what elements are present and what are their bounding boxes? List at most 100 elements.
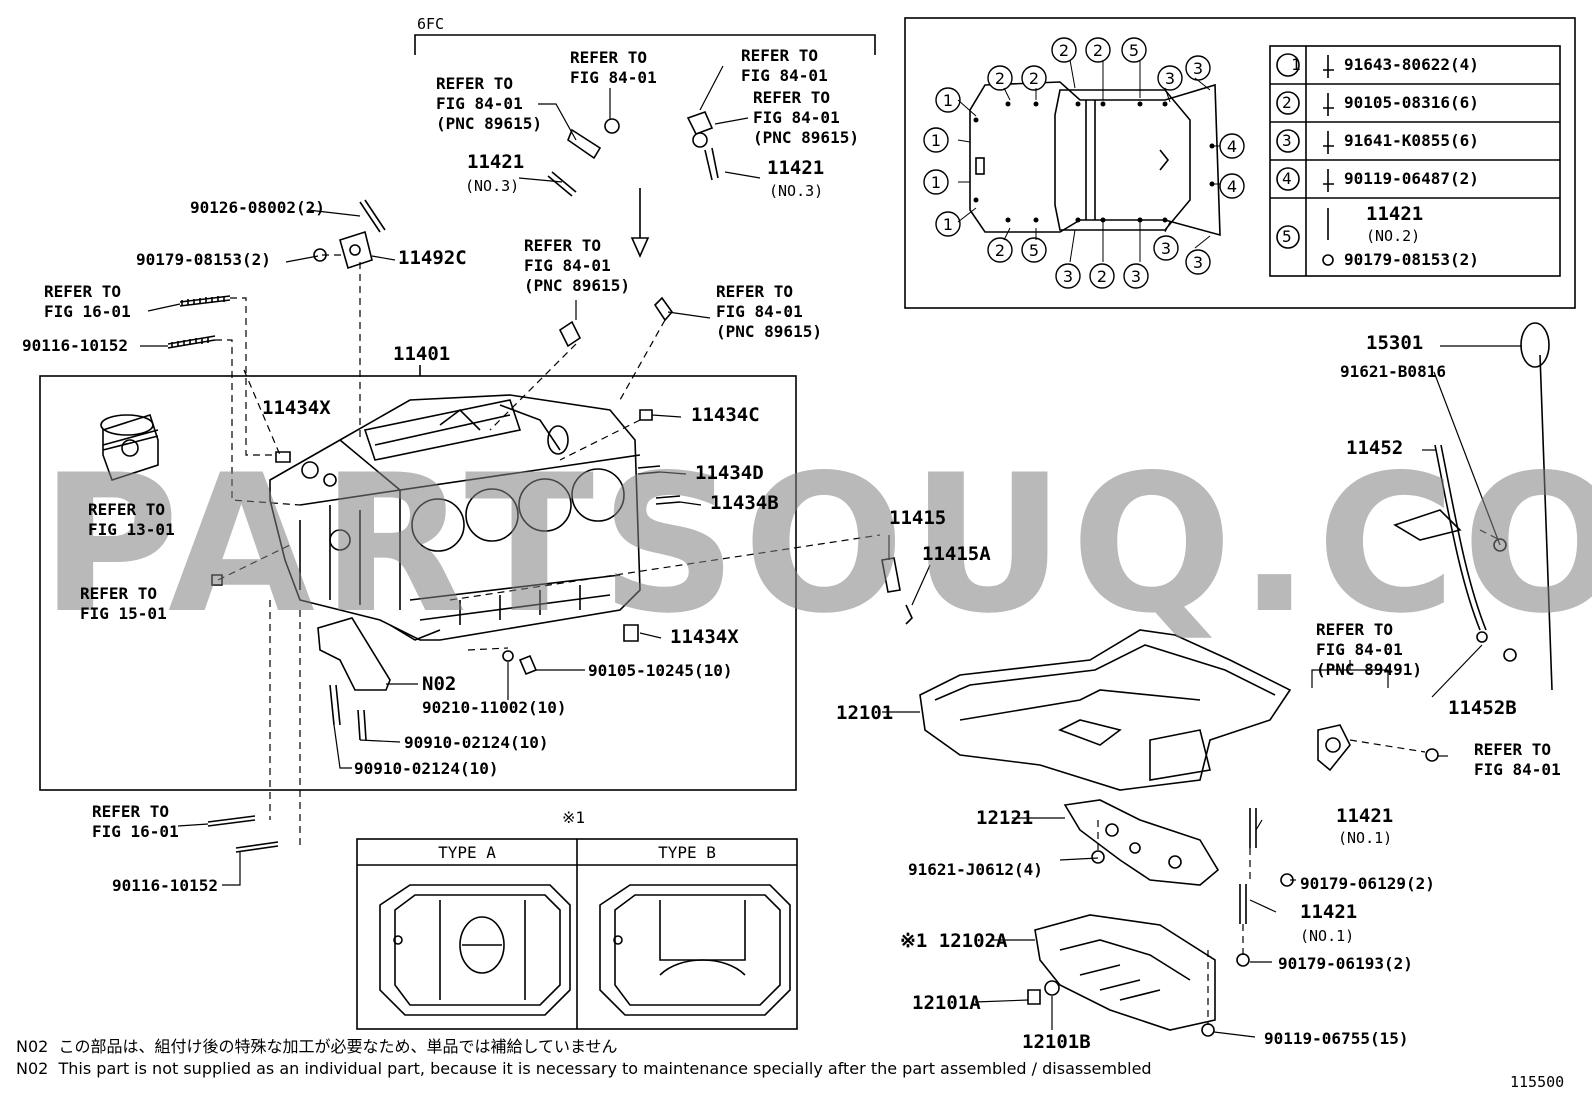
inset-callout-number[interactable]: 1 bbox=[943, 215, 953, 234]
inset-callout-number[interactable]: 2 bbox=[995, 69, 1005, 88]
inset-callout-number[interactable]: 1 bbox=[931, 131, 941, 150]
inset-callout-circle bbox=[1153, 235, 1179, 261]
part-90210-11002-label[interactable]: 90210-11002(10) bbox=[422, 698, 567, 717]
group-label: 6FC bbox=[417, 15, 445, 33]
refer-fig-84-01-label[interactable]: REFER TO FIG 84-01 bbox=[570, 48, 657, 87]
inset-callout-number[interactable]: 2 bbox=[1059, 41, 1069, 60]
legend-num: 1 bbox=[1291, 55, 1301, 74]
part-11434x-label[interactable]: 11434X bbox=[670, 626, 739, 648]
inset-callout-number[interactable]: 5 bbox=[1129, 41, 1139, 60]
refer-fig-84-01-label[interactable]: REFER TO FIG 84-01 (PNC 89615) bbox=[716, 282, 822, 341]
part-11421-label[interactable]: 11421 bbox=[1336, 805, 1394, 827]
legend-part[interactable]: 11421 bbox=[1366, 203, 1424, 225]
refer-fig-84-01-label[interactable]: REFER TO FIG 84-01 (PNC 89615) bbox=[753, 88, 859, 147]
inset-callout-number[interactable]: 4 bbox=[1227, 137, 1237, 156]
part-90119-06755-label[interactable]: 90119-06755(15) bbox=[1264, 1029, 1409, 1048]
inset-callout-number[interactable]: 2 bbox=[1029, 69, 1039, 88]
part-11415-label[interactable]: 11415 bbox=[889, 507, 947, 529]
legend-part[interactable]: 91641-K0855(6) bbox=[1344, 131, 1479, 150]
refer-fig-84-01-label[interactable]: REFER TO FIG 84-01 bbox=[741, 46, 828, 85]
inset-callout-number[interactable]: 2 bbox=[1097, 267, 1107, 286]
bolt-hole-dot bbox=[1137, 101, 1143, 107]
inset-callout-number[interactable]: 3 bbox=[1063, 267, 1073, 286]
part-90105-10245-label[interactable]: 90105-10245(10) bbox=[588, 661, 733, 680]
bolt-hole-dot bbox=[1137, 217, 1143, 223]
bolt-hole-dot bbox=[1162, 101, 1168, 107]
legend-part[interactable]: 90105-08316(6) bbox=[1344, 93, 1479, 112]
part-90179-08153-label[interactable]: 90179-08153(2) bbox=[136, 250, 271, 269]
part-12101a-label[interactable]: 12101A bbox=[912, 992, 981, 1014]
part-12101-label[interactable]: 12101 bbox=[836, 702, 894, 724]
part-11492c-label[interactable]: 11492C bbox=[398, 247, 467, 269]
bolt-hole-dot bbox=[1075, 217, 1081, 223]
refer-fig-84-01-label[interactable]: REFER TO FIG 84-01 (PNC 89491) bbox=[1316, 620, 1422, 679]
part-90910-02124-label[interactable]: 90910-02124(10) bbox=[404, 733, 549, 752]
part-12101b-label[interactable]: 12101B bbox=[1022, 1031, 1091, 1053]
legend-num: 3 bbox=[1282, 131, 1292, 150]
refer-fig-84-01-label[interactable]: REFER TO FIG 84-01 (PNC 89615) bbox=[524, 236, 630, 295]
part-91621-b0816-label[interactable]: 91621-B0816 bbox=[1340, 362, 1446, 381]
part-11421-label[interactable]: 11421 bbox=[767, 157, 825, 179]
inset-callout-number[interactable]: 3 bbox=[1131, 267, 1141, 286]
part-91621-j0612-label[interactable]: 91621-J0612(4) bbox=[908, 860, 1043, 879]
inset-callout-number[interactable]: 1 bbox=[931, 173, 941, 192]
part-11434c-label[interactable]: 11434C bbox=[691, 404, 760, 426]
inset-callout-number[interactable]: 3 bbox=[1193, 253, 1203, 272]
inset-callout-circle bbox=[923, 169, 949, 195]
part-11401-label[interactable]: 11401 bbox=[393, 343, 451, 365]
type-b-heading: TYPE B bbox=[658, 843, 716, 862]
inset-callout-circle bbox=[1021, 65, 1047, 91]
inset-callout-number[interactable]: 3 bbox=[1161, 239, 1171, 258]
inset-callout-circle bbox=[923, 127, 949, 153]
part-11421-label[interactable]: 11421 bbox=[1300, 901, 1358, 923]
bolt-hole-dot bbox=[1100, 101, 1106, 107]
part-90116-10152-label[interactable]: 90116-10152 bbox=[112, 876, 218, 895]
inset-callout-number[interactable]: 2 bbox=[995, 241, 1005, 260]
part-90116-10152-label[interactable]: 90116-10152 bbox=[22, 336, 128, 355]
part-90179-06193-label[interactable]: 90179-06193(2) bbox=[1278, 954, 1413, 973]
bolt-hole-dot bbox=[973, 197, 979, 203]
part-11421-label[interactable]: 11421 bbox=[467, 151, 525, 173]
part-90126-08002-label[interactable]: 90126-08002(2) bbox=[190, 198, 325, 217]
refer-fig-16-01-label[interactable]: REFER TO FIG 16-01 bbox=[92, 802, 179, 841]
part-90910-02124-label[interactable]: 90910-02124(10) bbox=[354, 759, 499, 778]
refer-fig-84-01-label[interactable]: REFER TO FIG 84-01 bbox=[1474, 740, 1561, 779]
part-12102a-label[interactable]: ※1 12102A bbox=[900, 930, 1008, 952]
part-11452-label[interactable]: 11452 bbox=[1346, 437, 1404, 459]
refer-fig-84-01-label[interactable]: REFER TO FIG 84-01 (PNC 89615) bbox=[436, 74, 542, 133]
bolt-hole-dot bbox=[1209, 181, 1215, 187]
inset-callout-circle bbox=[1085, 37, 1111, 63]
inset-callout-number[interactable]: 3 bbox=[1193, 59, 1203, 78]
legend-part[interactable]: 90119-06487(2) bbox=[1344, 169, 1479, 188]
inset-callout-circle bbox=[1055, 263, 1081, 289]
part-11415a-label[interactable]: 11415A bbox=[922, 543, 991, 565]
refer-fig-13-01-label[interactable]: REFER TO FIG 13-01 bbox=[88, 500, 175, 539]
inset-callout-circle bbox=[1219, 173, 1245, 199]
part-11452b-label[interactable]: 11452B bbox=[1448, 697, 1517, 719]
legend-part[interactable]: 91643-80622(4) bbox=[1344, 55, 1479, 74]
bolt-hole-dot bbox=[973, 117, 979, 123]
part-n02-label[interactable]: N02 bbox=[422, 673, 457, 695]
inset-callout-number[interactable]: 4 bbox=[1227, 177, 1237, 196]
bolt-hole-dot bbox=[1162, 217, 1168, 223]
inset-callout-circle bbox=[987, 237, 1013, 263]
bolt-hole-dot bbox=[1005, 101, 1011, 107]
inset-callout-number[interactable]: 2 bbox=[1093, 41, 1103, 60]
inset-callout-number[interactable]: 5 bbox=[1029, 241, 1039, 260]
part-12121-label[interactable]: 12121 bbox=[976, 807, 1034, 829]
legend-part[interactable]: 90179-08153(2) bbox=[1344, 250, 1479, 269]
part-11434b-label[interactable]: 11434B bbox=[710, 492, 779, 514]
part-11434x-label[interactable]: 11434X bbox=[262, 397, 331, 419]
inset-callout-circle bbox=[1185, 249, 1211, 275]
figure-code: 115500 bbox=[1510, 1073, 1565, 1091]
part-11434d-label[interactable]: 11434D bbox=[695, 462, 764, 484]
refer-fig-16-01-label[interactable]: REFER TO FIG 16-01 bbox=[44, 282, 131, 321]
part-90179-06129-label[interactable]: 90179-06129(2) bbox=[1300, 874, 1435, 893]
part-15301-label[interactable]: 15301 bbox=[1366, 332, 1424, 354]
refer-fig-15-01-label[interactable]: REFER TO FIG 15-01 bbox=[80, 584, 167, 623]
inset-callout-circle bbox=[1121, 37, 1147, 63]
inset-callout-number[interactable]: 3 bbox=[1165, 69, 1175, 88]
inset-callout-number[interactable]: 1 bbox=[943, 91, 953, 110]
